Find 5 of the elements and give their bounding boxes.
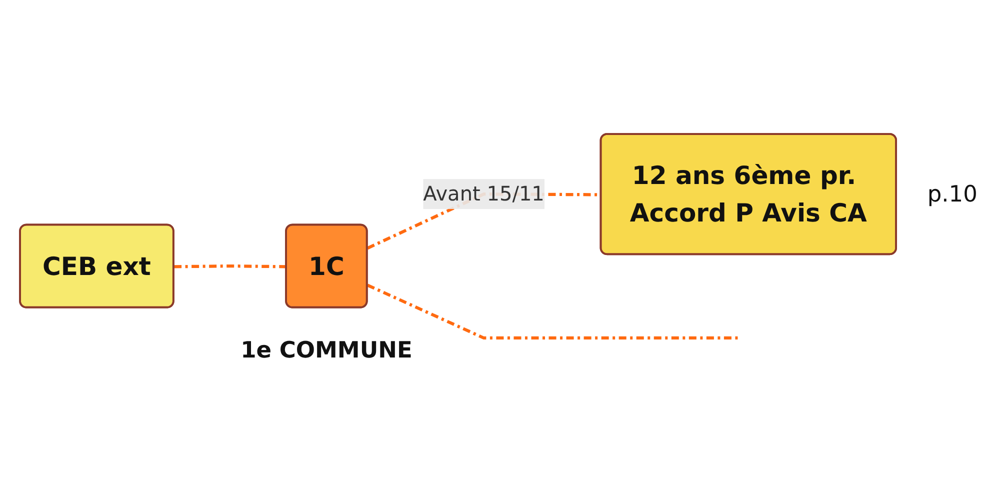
edge-label: Avant 15/11 [423,182,544,206]
connector [174,264,287,269]
connector [366,284,740,340]
node-caption: 1e COMMUNE [240,338,412,364]
node-caption: p.10 [927,182,978,208]
